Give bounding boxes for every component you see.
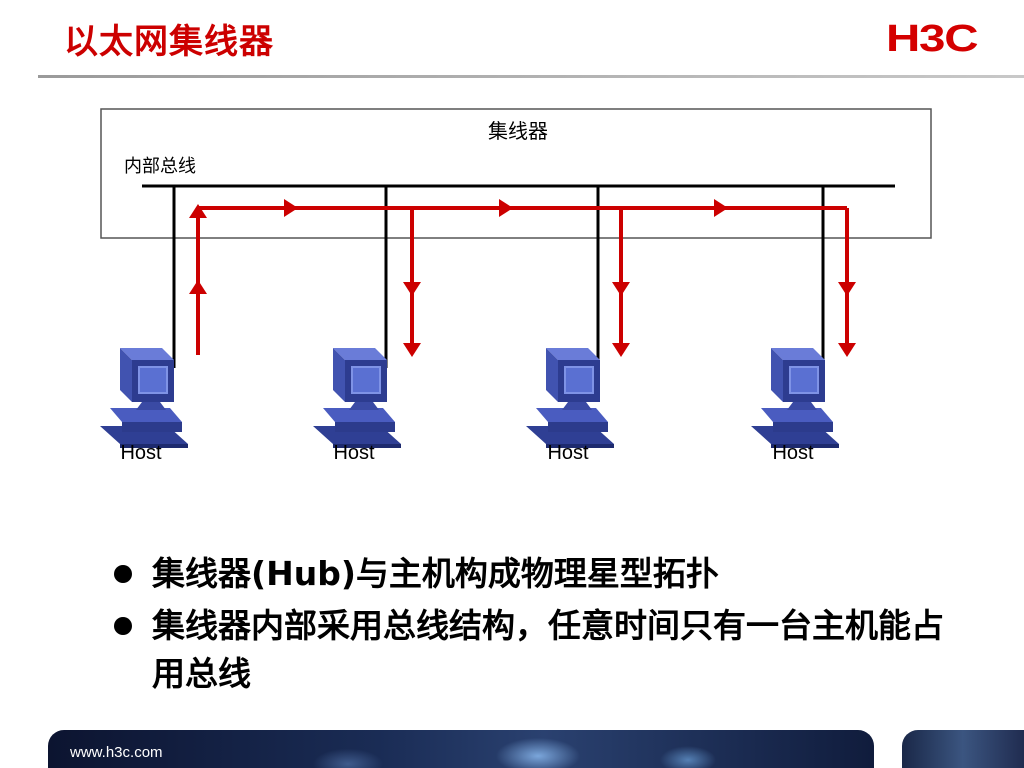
title-divider	[38, 75, 1024, 78]
h3c-logo: H3C	[886, 18, 979, 60]
arrow-down-icon	[403, 282, 421, 296]
bus-label: 内部总线	[124, 156, 196, 177]
hub-bus-diagram: 集线器 内部总线 Host Host Host Host	[100, 108, 932, 464]
footer-url: www.h3c.com	[70, 744, 163, 761]
footer-banner: www.h3c.com	[48, 730, 874, 768]
hub-label: 集线器	[488, 119, 548, 143]
signal-path	[189, 199, 856, 357]
host-label-1: Host	[120, 442, 162, 464]
arrow-down-icon	[838, 343, 856, 357]
host-computer-icon	[313, 348, 401, 448]
host-label-4: Host	[772, 442, 814, 464]
arrow-down-icon	[403, 343, 421, 357]
page-title: 以太网集线器	[64, 22, 274, 62]
arrow-right-icon	[499, 199, 513, 217]
arrow-right-icon	[714, 199, 728, 217]
bullet-text: 集线器内部采用总线结构，任意时间只有一台主机能占用总线	[152, 606, 944, 693]
hub-box	[100, 108, 932, 239]
footer-banner-right	[902, 730, 1024, 768]
arrow-right-icon	[284, 199, 298, 217]
bullet-dot-icon	[114, 617, 132, 635]
bullet-item: 集线器(Hub)与主机构成物理星型拓扑	[112, 550, 962, 598]
host-computer-icon	[526, 348, 614, 448]
bullet-text: 集线器(Hub)与主机构成物理星型拓扑	[152, 554, 719, 593]
bullet-item: 集线器内部采用总线结构，任意时间只有一台主机能占用总线	[112, 602, 962, 698]
arrow-down-icon	[612, 282, 630, 296]
host-label-2: Host	[333, 442, 375, 464]
arrow-up-icon	[189, 204, 207, 218]
host-label-3: Host	[547, 442, 589, 464]
arrow-down-icon	[838, 282, 856, 296]
bullet-dot-icon	[114, 565, 132, 583]
arrow-up-icon	[189, 280, 207, 294]
bullet-list: 集线器(Hub)与主机构成物理星型拓扑 集线器内部采用总线结构，任意时间只有一台…	[112, 550, 962, 702]
arrow-down-icon	[612, 343, 630, 357]
host-computer-icon	[751, 348, 839, 448]
